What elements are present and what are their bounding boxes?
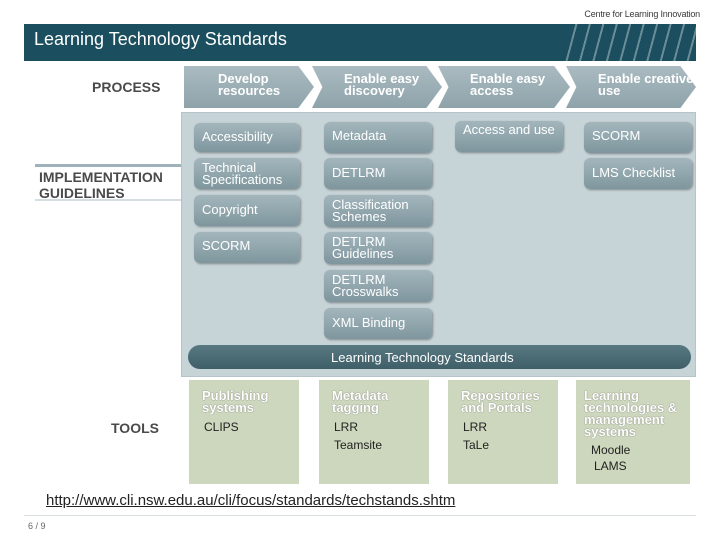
process-step-label: Enable creative use bbox=[598, 71, 694, 98]
guideline-copyright: Copyright bbox=[194, 195, 300, 226]
tool-item: Teamsite bbox=[334, 438, 383, 452]
section-divider bbox=[35, 164, 185, 167]
process-step-label: Enable easy discovery bbox=[344, 71, 420, 98]
tool-publishing-systems: Publishing systems CLIPS bbox=[189, 380, 299, 484]
tool-metadata-tagging: Metadata tagging LRR Teamsite bbox=[319, 380, 429, 484]
guideline-technical-specifications: Technical Specifications bbox=[194, 158, 300, 189]
tool-learning-management-systems: Learning technologies & management syste… bbox=[576, 380, 690, 484]
foundation-bar: Learning Technology Standards bbox=[188, 345, 691, 369]
guideline-xml-binding: XML Binding bbox=[324, 308, 432, 339]
tool-item: LRR bbox=[463, 420, 488, 434]
section-label-process: PROCESS bbox=[92, 79, 161, 95]
process-step-access: Enable easy access bbox=[438, 66, 570, 108]
guideline-detlrm: DETLRM bbox=[324, 158, 432, 189]
guideline-detlrm-guidelines: DETLRM Guidelines bbox=[324, 232, 432, 264]
tool-item: LAMS bbox=[594, 459, 627, 473]
slide-number: 6 / 9 bbox=[28, 521, 46, 531]
section-label-implementation: IMPLEMENTATION GUIDELINES bbox=[39, 169, 163, 201]
section-label-tools: TOOLS bbox=[111, 420, 159, 436]
tool-repositories-portals: Repositories and Portals LRR TaLe bbox=[448, 380, 558, 484]
tool-title: Learning technologies & management syste… bbox=[584, 388, 678, 439]
guideline-metadata: Metadata bbox=[324, 122, 432, 153]
process-step-discovery: Enable easy discovery bbox=[312, 66, 442, 108]
tool-item: Moodle bbox=[591, 443, 631, 457]
guideline-lms-checklist: LMS Checklist bbox=[584, 158, 692, 189]
tool-title: Publishing systems bbox=[202, 388, 269, 415]
process-step-label: Enable easy access bbox=[470, 71, 546, 98]
process-step-creative-use: Enable creative use bbox=[566, 66, 696, 108]
process-step-develop: Develop resources bbox=[184, 66, 314, 108]
footer-divider bbox=[24, 515, 696, 516]
page-title: Learning Technology Standards bbox=[34, 29, 287, 49]
guideline-access-and-use: Access and use bbox=[455, 121, 563, 152]
process-step-label: Develop resources bbox=[218, 71, 281, 98]
title-bar-decoration bbox=[564, 24, 696, 61]
guideline-scorm: SCORM bbox=[194, 232, 300, 263]
guideline-scorm-creative: SCORM bbox=[584, 122, 692, 153]
tool-title: Metadata tagging bbox=[332, 388, 389, 415]
tool-item: CLIPS bbox=[204, 420, 239, 434]
guideline-classification-schemes: Classification Schemes bbox=[324, 195, 432, 227]
guideline-detlrm-crosswalks: DETLRM Crosswalks bbox=[324, 270, 432, 302]
section-divider bbox=[35, 199, 185, 201]
tool-item: TaLe bbox=[463, 438, 490, 452]
source-link[interactable]: http://www.cli.nsw.edu.au/cli/focus/stan… bbox=[46, 492, 456, 509]
brand-logo-text: Centre for Learning Innovation bbox=[584, 9, 700, 19]
guideline-accessibility: Accessibility bbox=[194, 123, 300, 152]
tool-item: LRR bbox=[334, 420, 359, 434]
foundation-bar-label: Learning Technology Standards bbox=[331, 350, 514, 365]
tool-title: Repositories and Portals bbox=[461, 388, 540, 415]
title-bar: Learning Technology Standards bbox=[24, 24, 696, 61]
